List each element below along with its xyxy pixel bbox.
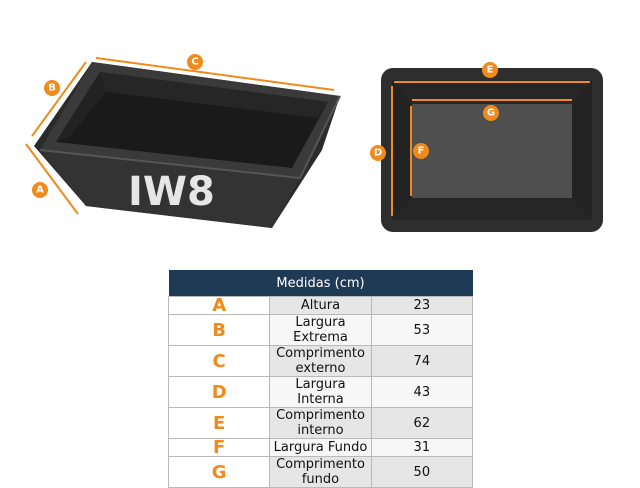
row-value: 50 bbox=[370, 456, 474, 488]
row-letter: G bbox=[167, 456, 271, 488]
row-letter: B bbox=[167, 314, 271, 346]
row-label: Altura bbox=[269, 296, 372, 315]
row-letter: D bbox=[167, 376, 271, 408]
tub-perspective-view: IW8 bbox=[34, 62, 341, 228]
svg-text:B: B bbox=[48, 83, 56, 94]
dimension-marker-C: C bbox=[187, 54, 203, 70]
table-row: F Largura Fundo 31 bbox=[167, 438, 474, 457]
table-row: B Largura Extrema 53 bbox=[167, 314, 474, 346]
svg-text:A: A bbox=[36, 185, 44, 196]
svg-text:F: F bbox=[418, 146, 425, 157]
row-value: 23 bbox=[370, 296, 474, 315]
row-letter: A bbox=[167, 296, 271, 315]
brand-mark-text: IW8 bbox=[128, 169, 215, 215]
dimension-marker-F: F bbox=[413, 143, 429, 159]
table-row: G Comprimento fundo 50 bbox=[167, 456, 474, 488]
top-view-dimension-lines bbox=[391, 81, 590, 216]
svg-text:E: E bbox=[487, 65, 494, 76]
row-label: Largura Interna bbox=[269, 376, 372, 408]
perspective-dimension-lines bbox=[25, 57, 335, 215]
measurements-table: Medidas (cm) A Altura 23 B Largura Extre… bbox=[167, 270, 474, 488]
svg-text:C: C bbox=[191, 57, 198, 68]
dimension-marker-D: D bbox=[370, 145, 386, 161]
row-value: 53 bbox=[370, 314, 474, 346]
row-value: 43 bbox=[370, 376, 474, 408]
table-row: C Comprimento externo 74 bbox=[167, 345, 474, 377]
row-label: Comprimento fundo bbox=[269, 456, 372, 488]
product-illustration: IW8 A B C D E bbox=[25, 54, 603, 232]
measurements-table-header: Medidas (cm) bbox=[168, 270, 473, 297]
dimension-marker-A: A bbox=[32, 182, 48, 198]
svg-text:D: D bbox=[374, 148, 382, 159]
row-label: Comprimento externo bbox=[269, 345, 372, 377]
measurements-table-title: Medidas (cm) bbox=[168, 270, 473, 297]
dimension-marker-G: G bbox=[483, 105, 499, 121]
row-value: 62 bbox=[370, 407, 474, 439]
row-value: 31 bbox=[370, 438, 474, 457]
row-label: Comprimento interno bbox=[269, 407, 372, 439]
row-letter: F bbox=[167, 438, 271, 457]
dimension-marker-E: E bbox=[482, 62, 498, 78]
tub-top-view bbox=[381, 68, 603, 232]
row-label: Largura Fundo bbox=[269, 438, 372, 457]
row-label: Largura Extrema bbox=[269, 314, 372, 346]
row-letter: C bbox=[167, 345, 271, 377]
table-row: A Altura 23 bbox=[167, 296, 474, 315]
row-value: 74 bbox=[370, 345, 474, 377]
dimension-marker-B: B bbox=[44, 80, 60, 96]
table-row: D Largura Interna 43 bbox=[167, 376, 474, 408]
row-letter: E bbox=[167, 407, 271, 439]
svg-text:G: G bbox=[487, 108, 495, 119]
table-row: E Comprimento interno 62 bbox=[167, 407, 474, 439]
